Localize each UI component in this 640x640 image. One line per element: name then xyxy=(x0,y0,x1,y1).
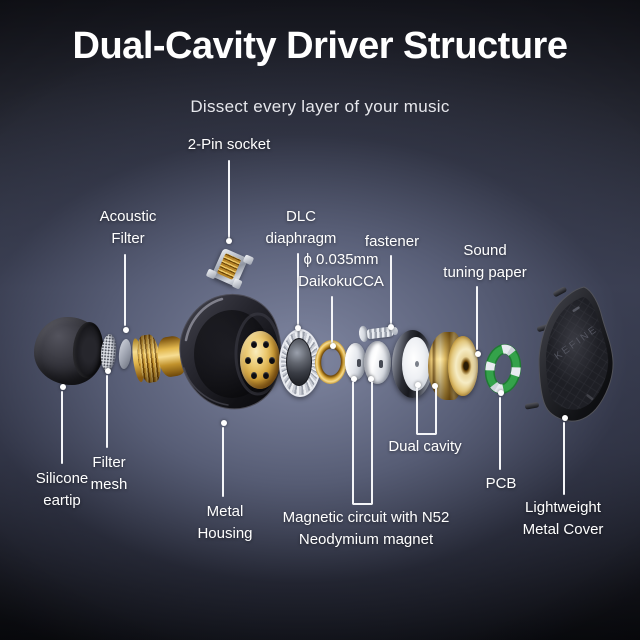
leader-dot-daikoku xyxy=(330,343,336,349)
housing-highlight xyxy=(184,297,224,342)
leader-dot-magnet-right xyxy=(368,376,374,382)
leader-line-daikoku xyxy=(331,296,333,343)
leader-dot-dlc xyxy=(295,325,301,331)
label-pcb: PCB xyxy=(485,475,517,492)
leader-line-cover xyxy=(563,422,565,495)
housing-lower-rim xyxy=(183,367,229,406)
leader-line-housing xyxy=(222,427,224,497)
page-subtitle: Dissect every layer of your music xyxy=(190,97,450,116)
plate-hole xyxy=(263,372,269,379)
label-silicone-eartip: Silicone eartip xyxy=(35,470,89,509)
leader-dot-eartip xyxy=(60,384,66,390)
leader-dot-cover xyxy=(562,415,568,421)
label-metal-cover: Lightweight Metal Cover xyxy=(522,499,604,538)
label-metal-housing: Metal Housing xyxy=(197,503,253,542)
leader-dot-2pin xyxy=(226,238,232,244)
bracket-magnetic-circuit xyxy=(352,382,373,505)
cover-texture xyxy=(545,297,609,410)
leader-dot-magnet-left xyxy=(351,376,357,382)
label-filter-mesh: Filter mesh xyxy=(90,454,128,493)
plate-hole xyxy=(269,357,275,364)
label-2pin-socket: 2-Pin socket xyxy=(187,136,271,153)
plate-hole xyxy=(263,341,269,348)
leader-dot-cavity-left xyxy=(415,382,421,388)
leader-line-eartip xyxy=(61,391,63,464)
magnet-disc-front xyxy=(345,343,366,380)
cover-detail-mark xyxy=(586,394,594,401)
metal-cover: KEFINE xyxy=(524,286,614,422)
leader-dot-pcb xyxy=(498,390,504,396)
leader-line-acoustic-filter xyxy=(124,254,126,326)
plate-hole xyxy=(251,341,257,348)
pcb-pads xyxy=(485,344,521,394)
leader-dot-cavity-right xyxy=(432,383,438,389)
dual-cavity-cylinder xyxy=(428,331,480,401)
cover-pin xyxy=(553,286,567,297)
page-title: Dual-Cavity Driver Structure xyxy=(72,25,568,67)
leader-line-pcb xyxy=(499,397,501,470)
plate-hole xyxy=(257,357,263,364)
leader-line-mesh xyxy=(106,375,108,448)
leader-line-sound-tuning xyxy=(476,286,478,350)
label-dual-cavity: Dual cavity xyxy=(388,438,462,455)
socket-tab xyxy=(231,278,243,290)
label-daikoku-cca: ϕ 0.035mm DaikokuCCA xyxy=(298,251,384,290)
silicone-eartip xyxy=(34,317,105,385)
label-sound-tuning-paper: Sound tuning paper xyxy=(443,242,527,281)
leader-line-dlc xyxy=(297,253,299,325)
cavity-face xyxy=(448,336,478,396)
magnet-notch xyxy=(378,359,383,368)
driver-gold-plate xyxy=(240,331,280,389)
bracket-dual-cavity xyxy=(416,388,437,435)
leader-dot-mesh xyxy=(105,368,111,374)
magnet-notch xyxy=(356,359,361,368)
plate-hole xyxy=(245,357,251,364)
dlc-dome xyxy=(286,338,312,386)
magnet-assembly-hole xyxy=(415,361,420,368)
plate-hole xyxy=(251,372,257,379)
leader-dot-sound-tuning xyxy=(475,351,481,357)
leader-dot-housing xyxy=(221,420,227,426)
leader-dot-acoustic-filter xyxy=(123,327,129,333)
leader-dot-fastener xyxy=(388,324,394,330)
cover-detail-mark xyxy=(572,306,580,313)
leader-line-fastener xyxy=(390,255,392,324)
label-fastener: fastener xyxy=(364,233,420,250)
leader-line-2pin xyxy=(228,160,230,238)
label-magnetic-circuit: Magnetic circuit with N52 Neodymium magn… xyxy=(282,509,450,548)
cover-pin xyxy=(524,402,539,410)
label-dlc-diaphragm: DLC diaphragm xyxy=(265,208,337,247)
pcb-ring xyxy=(484,344,522,394)
label-acoustic-filter: Acoustic Filter xyxy=(99,208,157,247)
